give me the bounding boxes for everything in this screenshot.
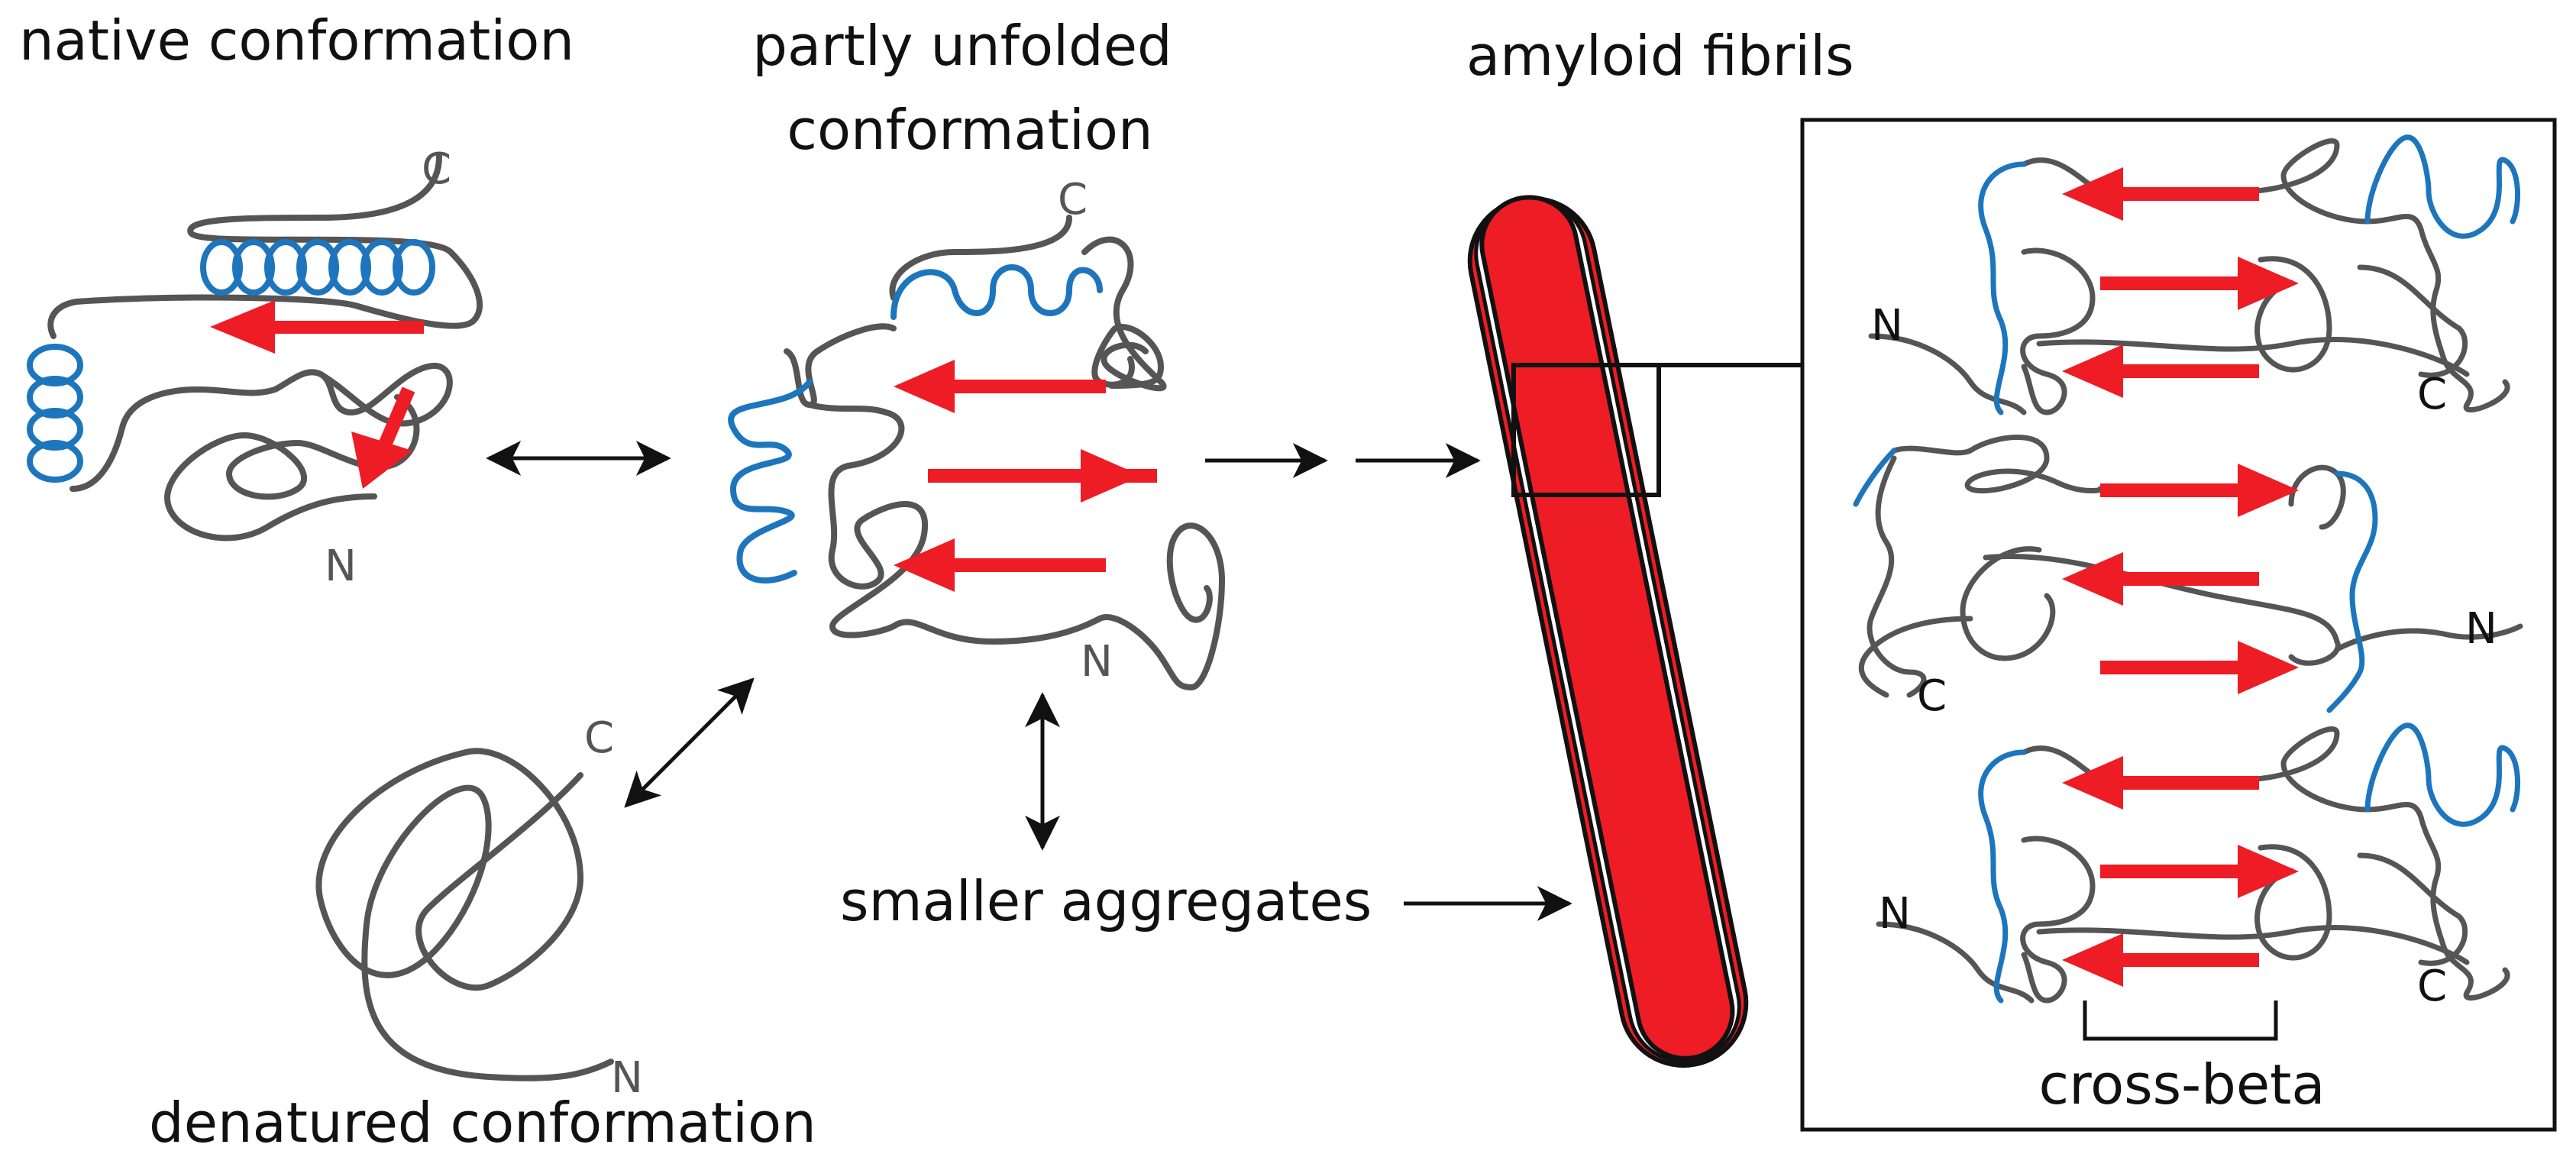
sheet2-c-terminus: C [1917, 671, 1947, 721]
partly-strand-3 [894, 538, 1106, 592]
denatured-protein: C N [315, 713, 643, 1103]
native-helix-left [27, 344, 83, 483]
sheet-unit-1: N C [1868, 134, 2521, 419]
partly-coil [784, 215, 1226, 691]
denatured-coil [315, 748, 614, 1081]
sheet-unit-3: N C [1876, 723, 2521, 1011]
cross-beta-bracket [2083, 1001, 2278, 1041]
native-n-terminus: N [325, 541, 357, 591]
sheet3-n-terminus: N [1879, 889, 1911, 939]
cross-beta-inset: N C C N [1800, 118, 2557, 1132]
partly-n-terminus: N [1081, 637, 1113, 687]
sheet1-n-terminus: N [1871, 301, 1903, 351]
native-conformation-label: native conformation [19, 8, 574, 73]
amyloid-fibrils-label: amyloid fibrils [1466, 24, 1854, 88]
native-strand-short [351, 386, 415, 489]
partly-helix-left [728, 379, 813, 584]
partly-denatured-double-arrow [624, 677, 755, 808]
native-strand-arrow [210, 300, 424, 354]
partly-c-terminus: C [1058, 175, 1088, 225]
denatured-conformation-label: denatured conformation [149, 1091, 816, 1155]
partly-unfolded-label-line1: partly unfolded [752, 14, 1172, 78]
denatured-c-terminus: C [584, 713, 614, 763]
amyloid-fibril [1467, 195, 1802, 1068]
sheet3-c-terminus: C [2417, 962, 2447, 1011]
sheet1-c-terminus: C [2417, 370, 2447, 419]
fibril-zoom-box [1511, 363, 1661, 497]
fibril-front-layer [1479, 195, 1735, 1061]
sheet2-n-terminus: N [2465, 604, 2497, 654]
native-protein: C N [27, 144, 483, 591]
native-c-terminus: C [422, 144, 451, 194]
partly-strand-1 [894, 360, 1106, 413]
partly-unfolded-label-line2: conformation [787, 98, 1152, 162]
cross-beta-label: cross-beta [2038, 1052, 2325, 1117]
partly-unfolded-protein: C N [728, 175, 1226, 691]
smaller-aggregates-label: smaller aggregates [840, 869, 1372, 933]
native-helix-top [200, 239, 435, 296]
denatured-n-terminus: N [611, 1053, 643, 1103]
sheet-unit-2: C N [1853, 435, 2523, 721]
partly-strand-2 [928, 449, 1157, 503]
partly-helix-top [890, 264, 1103, 320]
